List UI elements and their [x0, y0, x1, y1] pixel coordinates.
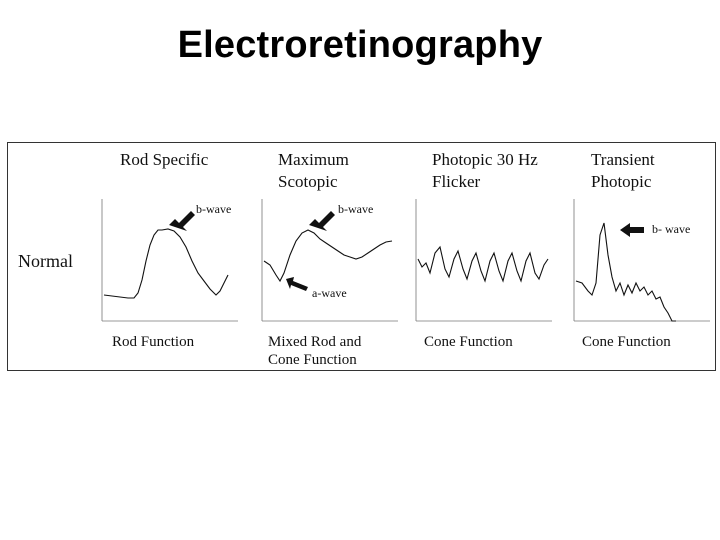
panel-caption-mixed-rod-cone: Mixed Rod and Cone Function	[268, 334, 362, 368]
annotation-a-wave: a-wave	[312, 286, 347, 300]
transient-photopic-waveform-plot: b- wave	[573, 199, 710, 322]
rod-specific-trace	[103, 228, 229, 299]
slide-title: Electroretinography	[177, 24, 543, 66]
b-wave-arrow-icon-2	[309, 211, 335, 231]
panel-caption-rod-function: Rod Function	[112, 334, 195, 350]
panel-title-transient-photopic: Transient Photopic	[591, 150, 655, 191]
rod-specific-waveform-plot: b-wave	[101, 199, 238, 322]
annotation-b-wave-2: b-wave	[338, 202, 373, 216]
photopic-flicker-waveform-plot	[415, 199, 552, 322]
panel-title-maximum-scotopic: Maximum Scotopic	[278, 150, 349, 191]
transient-photopic-trace	[575, 222, 676, 322]
maximum-scotopic-trace	[263, 229, 393, 283]
panel-title-rod-specific: Rod Specific	[120, 150, 209, 169]
photopic-flicker-trace	[417, 245, 549, 283]
panel-caption-cone-function-transient: Cone Function	[582, 334, 671, 350]
maximum-scotopic-waveform-plot: b-wave a-wave	[261, 199, 398, 322]
a-wave-arrow-icon	[286, 277, 308, 291]
b-wave-arrow-icon	[169, 211, 195, 231]
annotation-b-wave: b-wave	[196, 202, 231, 216]
annotation-b-wave-3: b- wave	[652, 222, 690, 236]
panel-caption-cone-function-flicker: Cone Function	[424, 334, 513, 350]
row-label-normal: Normal	[18, 251, 73, 271]
erg-figure: Normal Rod Specific b-wave Rod Function …	[7, 142, 716, 371]
panel-title-photopic-flicker: Photopic 30 Hz Flicker	[432, 150, 538, 191]
b-wave-arrow-icon-3	[620, 223, 644, 237]
